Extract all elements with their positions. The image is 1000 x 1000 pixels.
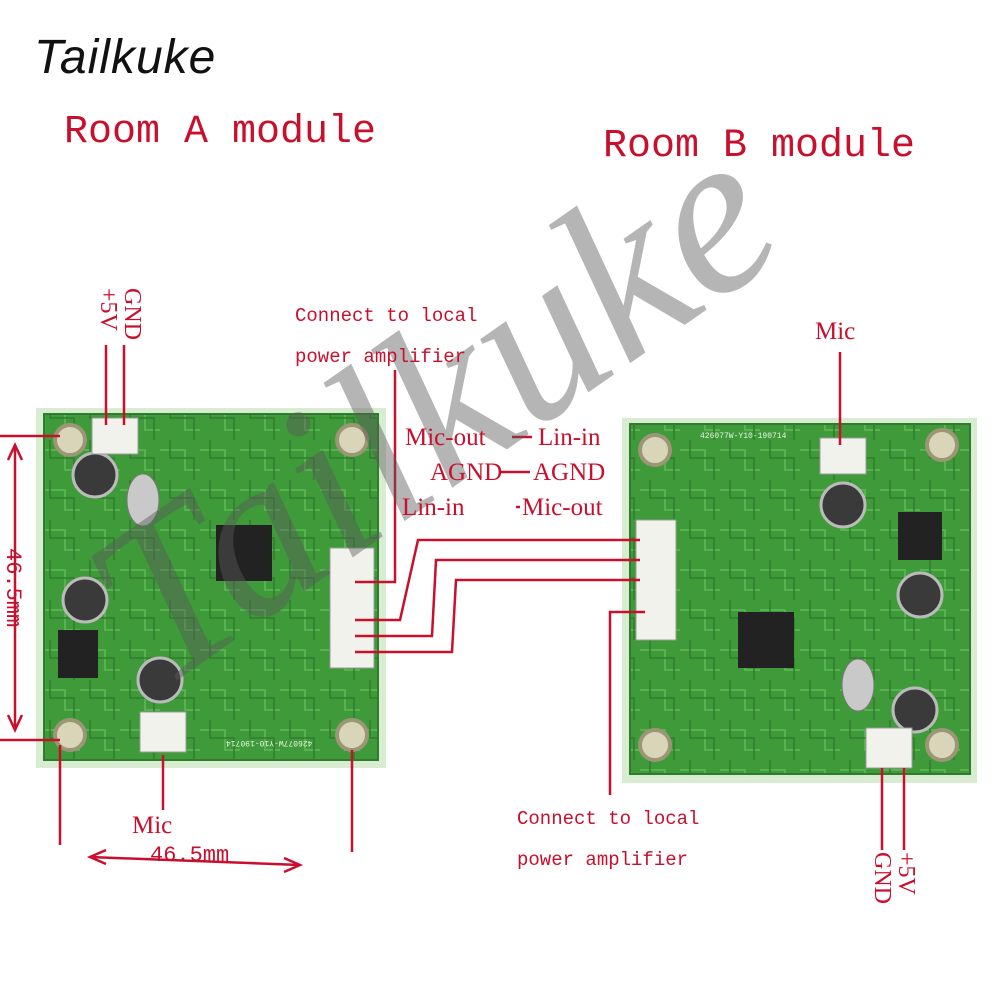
room-a-mic-label: Mic — [132, 812, 173, 839]
room-b-capacitor-2 — [896, 571, 944, 619]
room-a-crystal — [126, 473, 160, 527]
room-a-signal-connector — [329, 547, 375, 669]
amp-annotation-bottom-line1: Connect to local — [517, 808, 700, 830]
room-b-title: Room B module — [603, 124, 916, 169]
room-b-power-connector — [865, 727, 913, 769]
room-b-mount-hole-tl — [638, 433, 672, 467]
room-a-regulator — [58, 630, 98, 678]
wiring — [0, 345, 906, 874]
room-a-mic-connector — [139, 711, 187, 753]
signal-3-left: Lin-in — [402, 494, 465, 521]
room-b-5v-label: +5V — [893, 852, 919, 895]
room-b-board-code: 426077W-Y10-190714 — [700, 432, 787, 441]
room-b-signal-connector — [635, 519, 677, 641]
room-b-crystal — [841, 658, 875, 712]
room-a-dimension-vertical: 46.5mm — [0, 548, 25, 628]
amp-annotation-bottom-line2: power amplifier — [517, 849, 689, 871]
room-b-gnd-label: GND — [869, 852, 895, 904]
signal-3-right: Mic-out — [522, 494, 603, 521]
amp-annotation-top-line1: Connect to local — [295, 305, 478, 327]
room-a-gnd-label: GND — [119, 288, 145, 340]
room-a-chip — [216, 525, 272, 581]
signal-1-right: Lin-in — [538, 424, 601, 451]
room-a-mount-hole-bl — [53, 718, 87, 752]
signal-1-left: Mic-out — [405, 424, 486, 451]
room-a-5v-label: +5V — [95, 288, 121, 331]
signal-2-left: AGND — [430, 459, 503, 486]
room-a-board-code: 426077W-Y10-190714 — [226, 738, 313, 747]
room-b-capacitor-1 — [819, 481, 867, 529]
room-b-regulator — [898, 512, 942, 560]
room-b-mount-hole-br — [925, 728, 959, 762]
room-a-mount-hole-br — [335, 718, 369, 752]
room-b-board — [622, 418, 977, 783]
room-a-mount-hole-tr — [335, 423, 369, 457]
room-b-mount-hole-bl — [638, 728, 672, 762]
signal-2-right: AGND — [533, 459, 606, 486]
room-a-capacitor-2 — [61, 576, 109, 624]
room-b-chip — [738, 612, 794, 668]
room-a-capacitor-3 — [136, 656, 184, 704]
room-a-mount-hole-tl — [53, 423, 87, 457]
room-b-mount-hole-tr — [925, 428, 959, 462]
room-a-board — [36, 408, 386, 768]
room-b-mic-connector — [819, 437, 867, 475]
room-b-capacitor-3 — [891, 686, 939, 734]
room-a-dimension-horizontal: 46.5mm — [150, 843, 230, 868]
room-a-power-connector — [91, 417, 139, 455]
room-b-mic-label: Mic — [815, 318, 856, 345]
amp-annotation-top-line2: power amplifier — [295, 346, 467, 368]
room-a-title: Room A module — [64, 110, 377, 155]
brand-logo-text: Tailkuke — [34, 31, 217, 84]
